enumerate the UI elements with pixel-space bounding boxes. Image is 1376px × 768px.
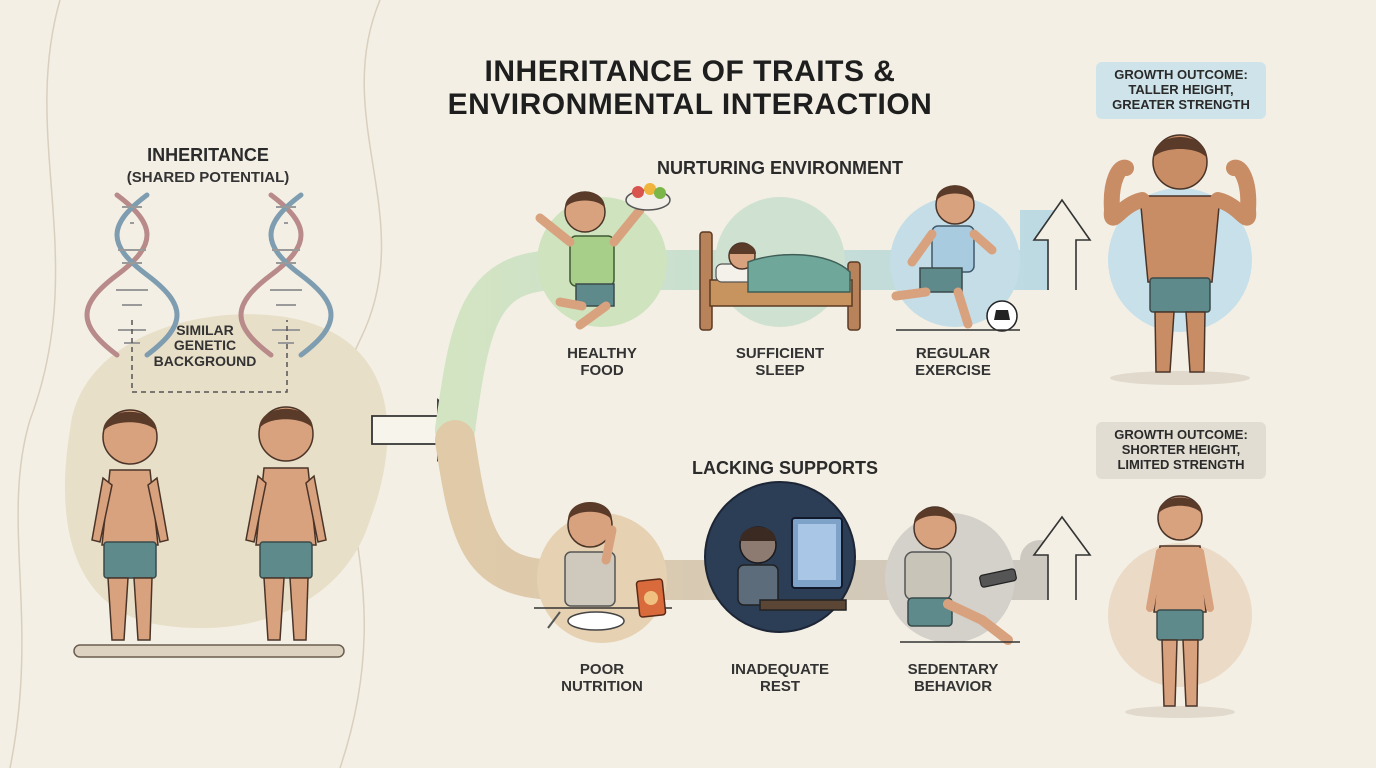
genetic-background-label: SIMILAR GENETIC BACKGROUND xyxy=(140,322,270,369)
factor-label-line-1: SEDENTARY xyxy=(907,661,999,678)
factor-label-line-1: HEALTHY xyxy=(567,345,637,362)
child-right-figure xyxy=(245,406,327,641)
genetic-label-line-1: SIMILAR xyxy=(176,322,234,338)
genetic-label-line-3: BACKGROUND xyxy=(153,352,257,369)
sedentary-behavior-illustration xyxy=(900,506,1020,645)
page-title: INHERITANCE OF TRAITS & ENVIRONMENTAL IN… xyxy=(380,55,1000,121)
regular-exercise-illustration xyxy=(891,185,1020,332)
title-line-2: ENVIRONMENTAL INTERACTION xyxy=(447,88,933,121)
outcome-taller-badge: GROWTH OUTCOME: TALLER HEIGHT, GREATER S… xyxy=(1096,62,1266,119)
inadequate-rest-illustration xyxy=(737,517,847,611)
poor-nutrition-illustration xyxy=(534,502,672,631)
outcome-shorter-badge: GROWTH OUTCOME: SHORTER HEIGHT, LIMITED … xyxy=(1096,422,1266,479)
factor-label-line-2: BEHAVIOR xyxy=(913,677,993,695)
genetic-connector xyxy=(131,320,288,393)
healthy-food-illustration xyxy=(535,183,671,330)
factor-label-line-1: REGULAR xyxy=(915,345,991,362)
outcome-line-3: GREATER STRENGTH xyxy=(1112,96,1250,112)
factor-label-line-1: SUFFICIENT xyxy=(735,345,825,362)
factor-label-line-2: FOOD xyxy=(580,361,624,379)
factor-sufficient-sleep: SUFFICIENT SLEEP xyxy=(710,345,850,379)
outcome-line-1: GROWTH OUTCOME: xyxy=(1114,427,1248,442)
ground-bar xyxy=(73,644,345,658)
outcome-line-2: SHORTER HEIGHT, xyxy=(1121,441,1241,457)
nurturing-heading: NURTURING ENVIRONMENT xyxy=(657,158,903,178)
lacking-heading: LACKING SUPPORTS xyxy=(691,458,878,478)
outcome-line-1: GROWTH OUTCOME: xyxy=(1114,67,1248,82)
child-left-figure xyxy=(91,409,169,641)
nurturing-arrow-icon xyxy=(1032,198,1092,290)
dna-helix-right-icon xyxy=(238,192,334,358)
factor-label-line-2: EXERCISE xyxy=(915,361,991,379)
factor-label-line-2: NUTRITION xyxy=(561,677,643,695)
factor-label-line-1: POOR xyxy=(579,661,625,678)
outcome-line-3: LIMITED STRENGTH xyxy=(1117,456,1245,472)
genetic-label-line-2: GENETIC xyxy=(173,337,237,354)
inheritance-heading: INHERITANCE xyxy=(147,145,269,165)
factor-sedentary-behavior: SEDENTARY BEHAVIOR xyxy=(883,661,1023,695)
factor-inadequate-rest: INADEQUATE REST xyxy=(710,661,850,695)
factor-regular-exercise: REGULAR EXERCISE xyxy=(883,345,1023,379)
sufficient-sleep-illustration xyxy=(699,231,861,331)
factor-poor-nutrition: POOR NUTRITION xyxy=(532,661,672,695)
dna-helix-left-icon xyxy=(84,192,180,358)
short-child-figure xyxy=(1125,495,1235,718)
title-line-1: INHERITANCE OF TRAITS & xyxy=(484,55,896,88)
factor-healthy-food: HEALTHY FOOD xyxy=(532,345,672,379)
factor-label-line-2: SLEEP xyxy=(755,361,805,379)
factor-label-line-1: INADEQUATE xyxy=(730,661,830,678)
strong-tall-child-figure xyxy=(1103,134,1257,385)
inheritance-subheading: (SHARED POTENTIAL) xyxy=(126,169,290,186)
factor-label-line-2: REST xyxy=(759,677,800,695)
lacking-arrow-icon xyxy=(1032,515,1092,600)
background-curves xyxy=(9,0,383,768)
outcome-line-2: TALLER HEIGHT, xyxy=(1128,81,1234,97)
